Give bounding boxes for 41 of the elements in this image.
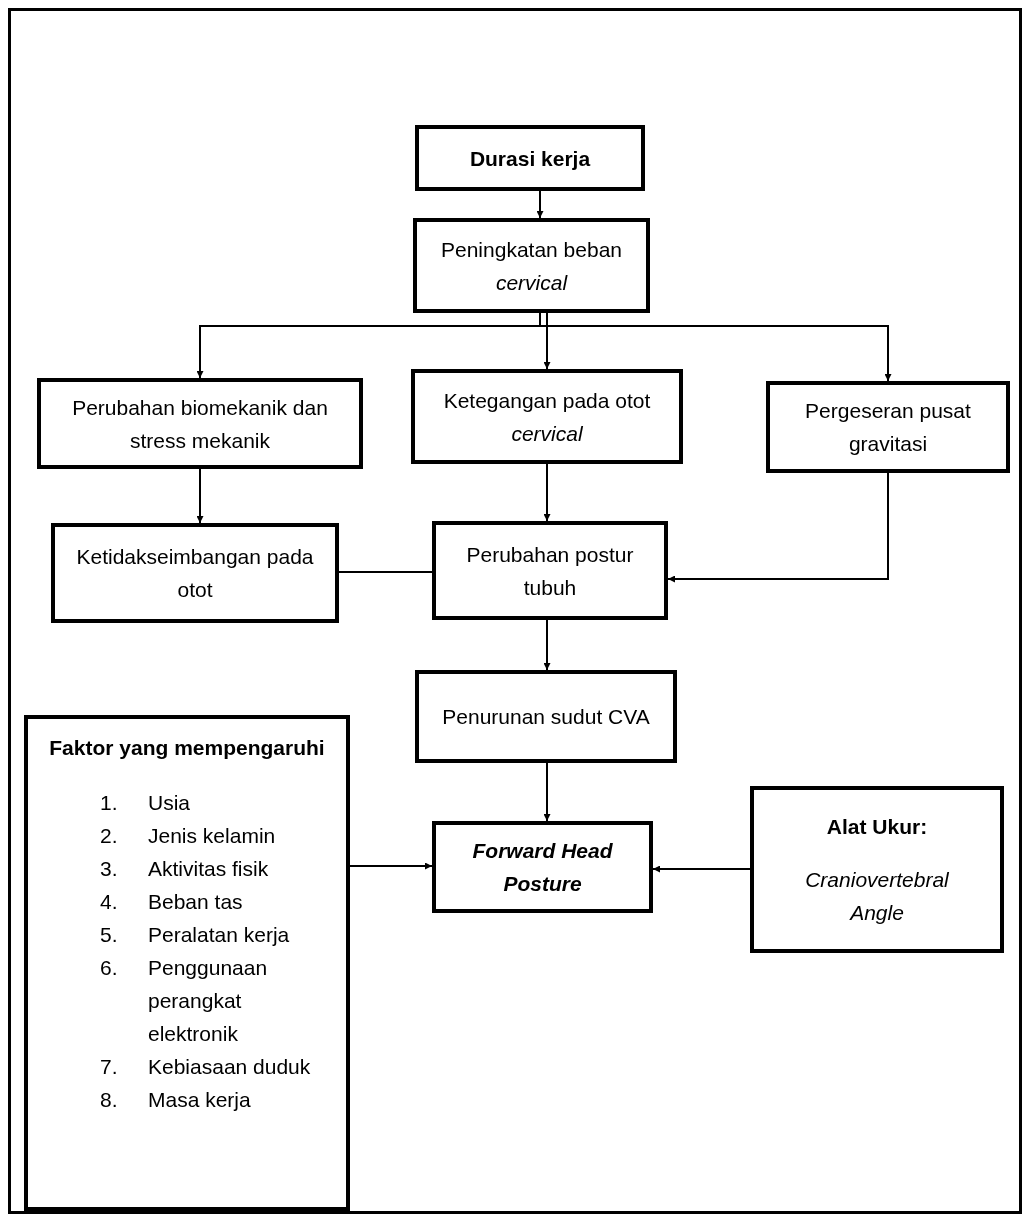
arrow [543, 619, 551, 671]
box-text: Penurunan sudut CVA [442, 704, 650, 730]
box-text: Perubahan biomekanik dan stress mekanik [71, 394, 329, 454]
box-heading: Faktor yang mempengaruhi [48, 735, 326, 761]
box-text: Perubahan postur tubuh [465, 541, 635, 601]
arrow [543, 463, 551, 522]
box-text: Ketidakseimbangan pada otot [75, 544, 315, 603]
arrow [543, 312, 551, 370]
process-box [411, 369, 683, 464]
process-box [37, 378, 363, 469]
box-text: Ketegangan pada otot cervical [442, 387, 652, 447]
list-item: 2. Jenis kelamin [100, 823, 277, 849]
arrow [543, 762, 551, 822]
box-text: Durasi kerja [469, 145, 591, 172]
list-item: 6. Penggunaan perangkat elektronik [100, 955, 269, 1047]
box-text: Peningkatan beban cervical [440, 236, 623, 296]
box-text: Craniovertebral Angle [804, 867, 950, 926]
process-box [432, 521, 668, 620]
arrow [667, 472, 889, 583]
connector-line [338, 571, 433, 573]
list-item: 4. Beban tas [100, 889, 244, 915]
list-item: 3. Aktivitas fisik [100, 856, 270, 882]
arrow [536, 190, 544, 219]
measurement-box [750, 786, 1004, 953]
box-text: Pergeseran pusat gravitasi [804, 398, 972, 457]
arrow [652, 865, 751, 873]
process-box [415, 125, 645, 191]
list-item: 5. Peralatan kerja [100, 922, 291, 948]
process-box [51, 523, 339, 623]
process-box [432, 821, 653, 913]
factor-box [24, 715, 350, 1211]
box-heading: Alat Ukur: [826, 814, 928, 840]
arrow [349, 862, 433, 870]
process-box [413, 218, 650, 313]
box-text: Forward Head Posture [471, 838, 614, 897]
arrow [196, 468, 204, 524]
list-item: 1. Usia [100, 790, 191, 816]
process-box [766, 381, 1010, 473]
list-item: 8. Masa kerja [100, 1087, 252, 1113]
list-item: 7. Kebiasaan duduk [100, 1054, 312, 1080]
process-box [415, 670, 677, 763]
